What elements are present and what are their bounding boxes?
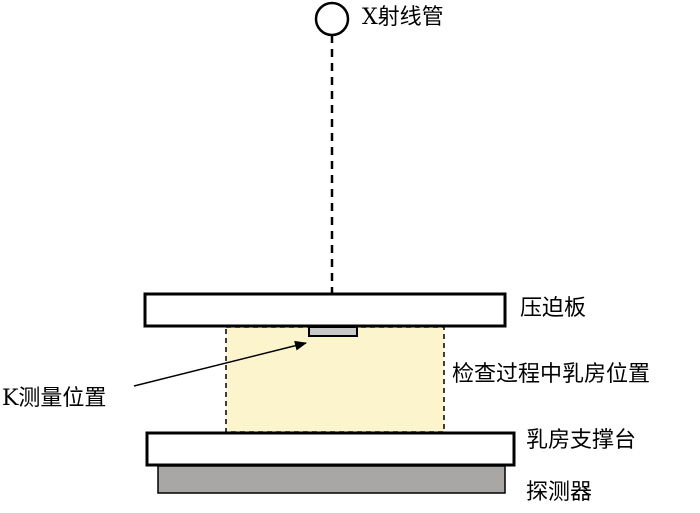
detector-block xyxy=(157,465,506,494)
compression-plate xyxy=(143,292,507,328)
breast-support-table xyxy=(145,431,516,467)
k-measure-label: K测量位置 xyxy=(2,386,107,411)
detector-label: 探测器 xyxy=(526,480,593,505)
k-measure-sensor xyxy=(308,326,358,337)
breast-position-label: 检查过程中乳房位置 xyxy=(452,362,651,387)
compression-plate-label: 压迫板 xyxy=(520,296,587,321)
k-measure-arrow xyxy=(133,340,307,387)
breast-support-label: 乳房支撑台 xyxy=(526,428,637,453)
xray-tube-label: X射线管 xyxy=(362,5,444,30)
xray-tube-icon xyxy=(314,1,350,37)
breast-region xyxy=(225,326,445,433)
